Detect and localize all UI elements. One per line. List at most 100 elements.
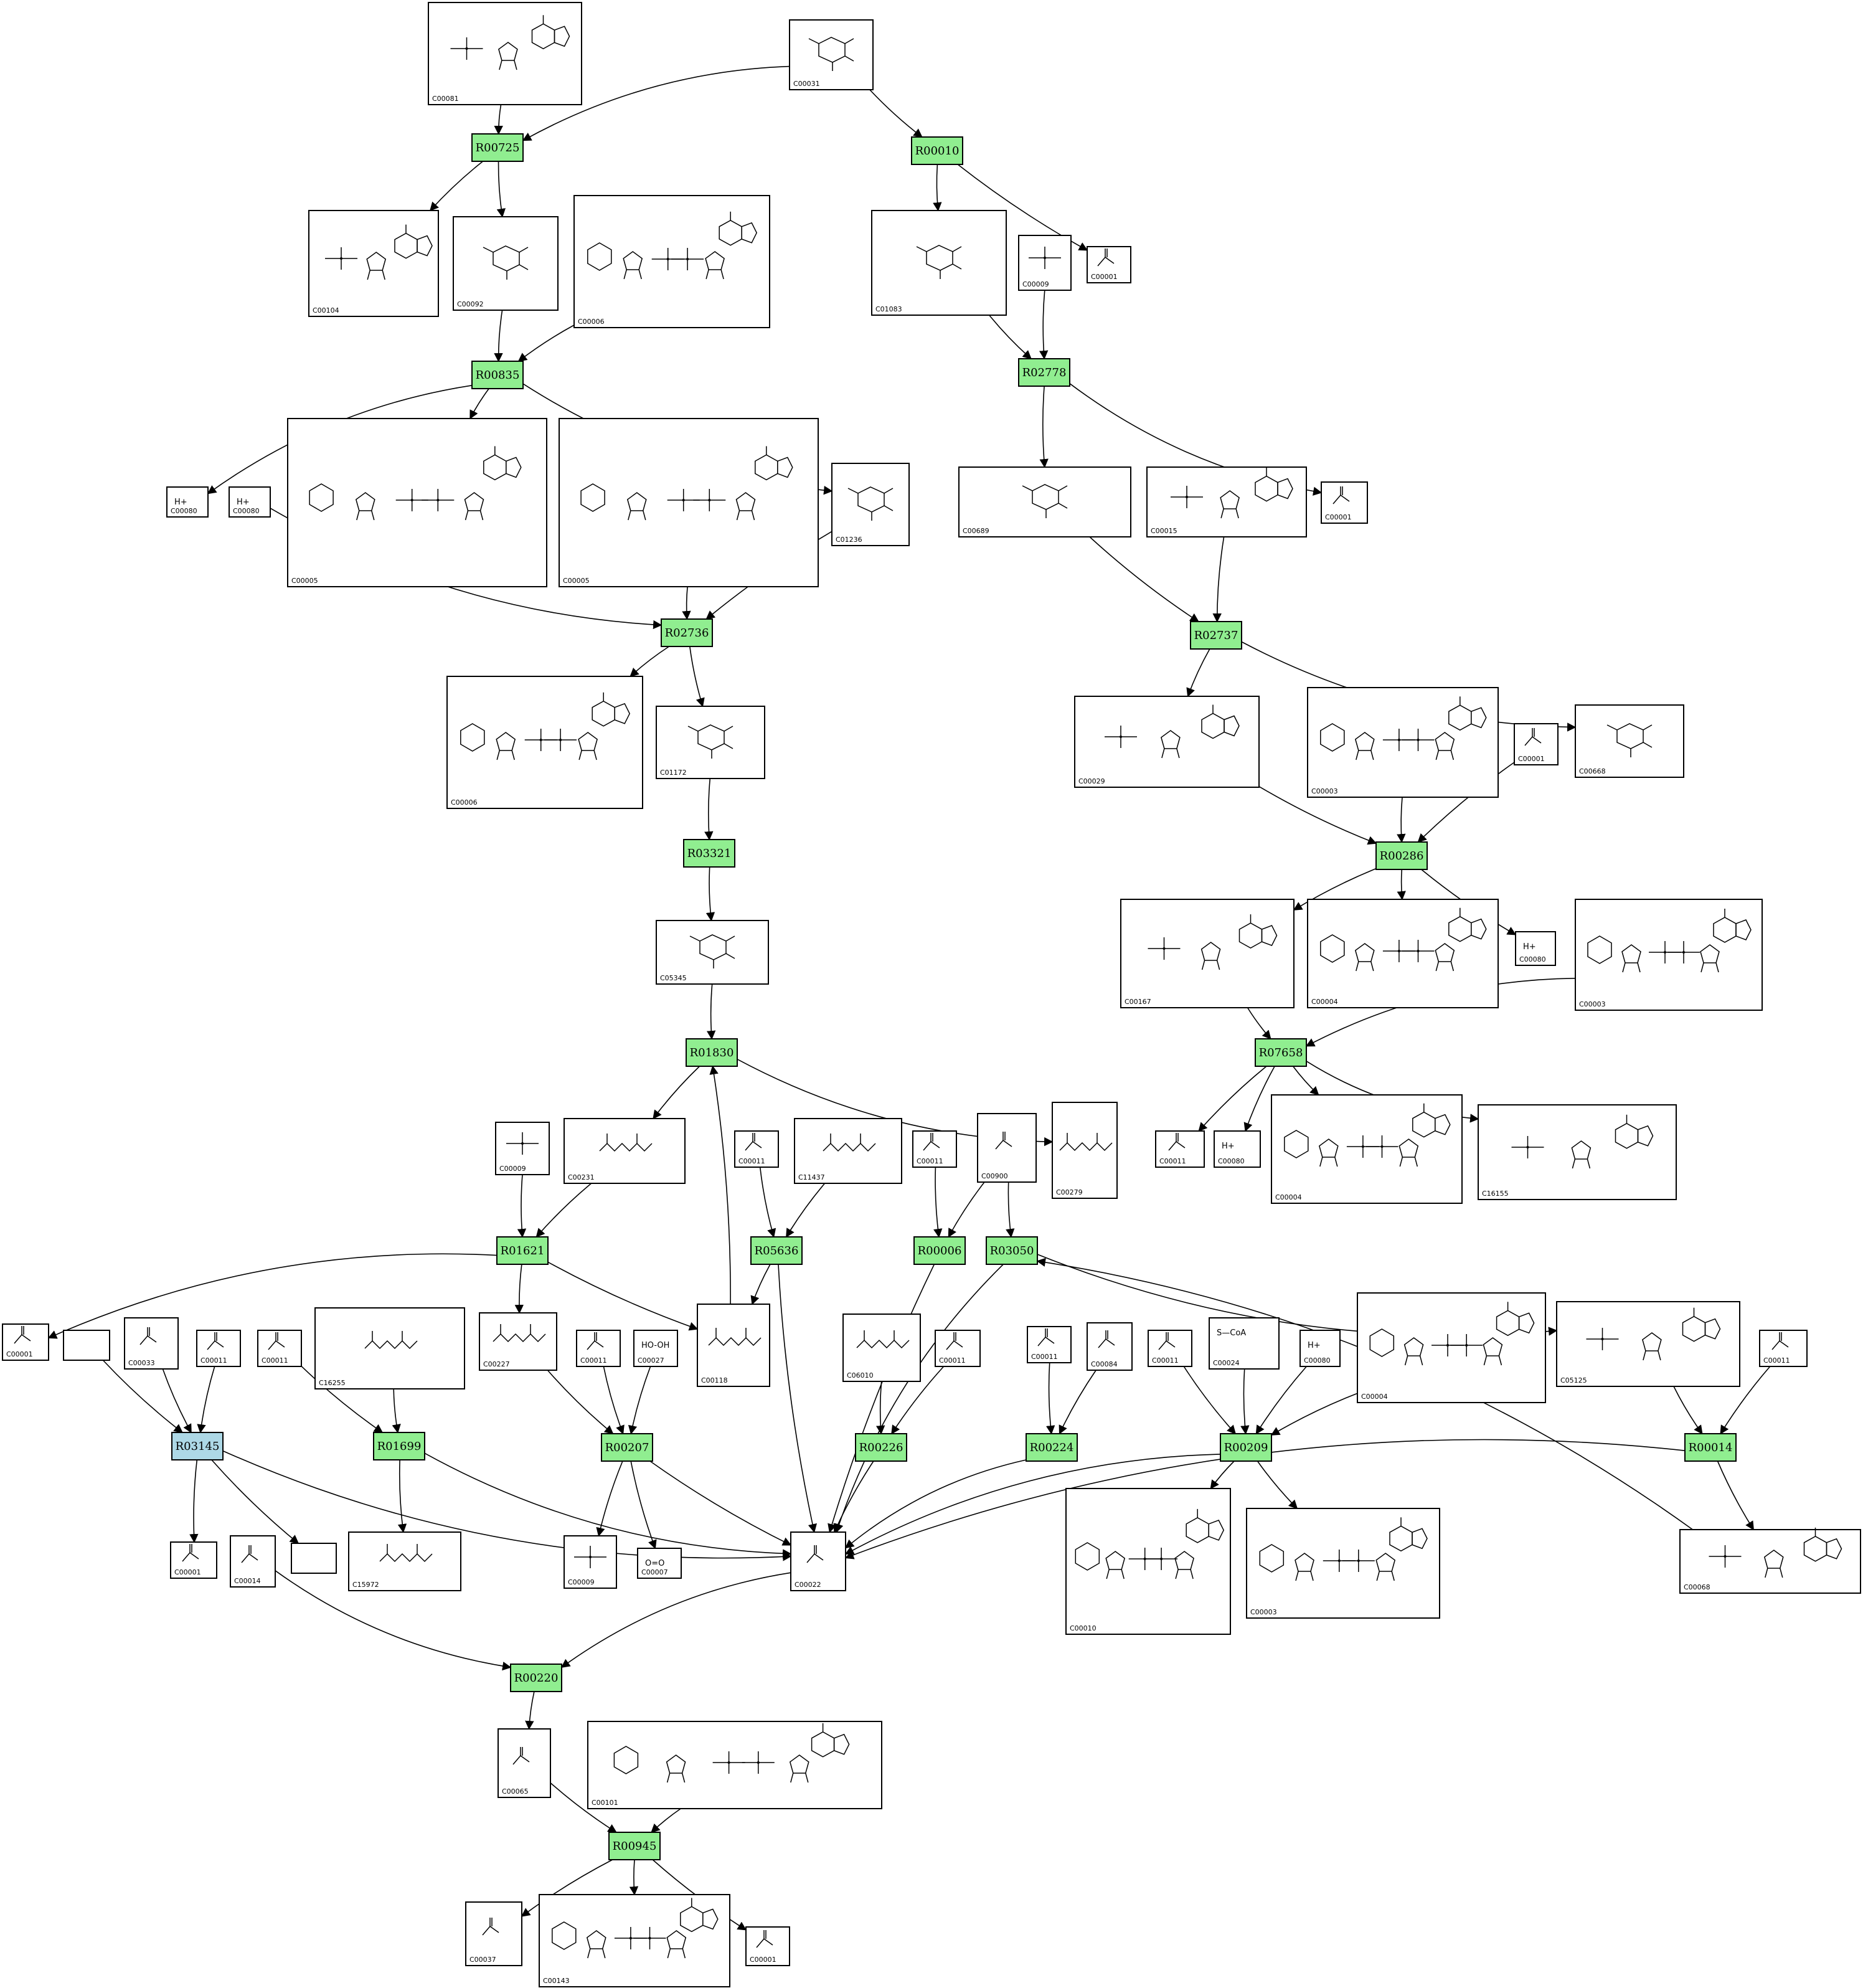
compound-box[interactable] <box>196 1330 241 1367</box>
compound-node[interactable]: H+C00080 <box>1299 1330 1341 1367</box>
compound-node[interactable]: C00037 <box>465 1901 522 1966</box>
reaction-node[interactable]: R00209 <box>1220 1433 1272 1462</box>
compound-box[interactable] <box>1514 723 1559 765</box>
reaction-node[interactable]: R02778 <box>1018 358 1070 387</box>
compound-node[interactable]: C00001 <box>1087 246 1131 283</box>
compound-node[interactable]: C00092 <box>453 216 559 311</box>
compound-node[interactable]: C00003 <box>1307 687 1499 798</box>
compound-box[interactable] <box>230 1535 276 1588</box>
compound-box[interactable] <box>308 210 439 317</box>
compound-node[interactable]: C05125 <box>1556 1301 1740 1387</box>
compound-node[interactable]: C00022 <box>790 1531 846 1591</box>
reaction-box[interactable] <box>1684 1433 1737 1462</box>
compound-node[interactable]: C00004 <box>1307 899 1499 1008</box>
reaction-box[interactable] <box>750 1236 803 1265</box>
reaction-node[interactable]: R00725 <box>471 133 524 162</box>
compound-box[interactable] <box>1087 246 1131 283</box>
compound-node[interactable]: C00014 <box>230 1535 276 1588</box>
compound-box[interactable] <box>1155 1130 1205 1168</box>
compound-node[interactable]: C00068 <box>1679 1527 1861 1594</box>
reaction-node[interactable]: R00945 <box>608 1832 661 1860</box>
reaction-node[interactable]: R00220 <box>510 1664 562 1692</box>
reaction-node[interactable]: R00006 <box>913 1236 966 1265</box>
compound-box[interactable] <box>465 1901 522 1966</box>
compound-box[interactable] <box>1575 899 1763 1011</box>
reaction-node[interactable]: R02737 <box>1190 621 1242 650</box>
compound-node[interactable] <box>63 1330 110 1361</box>
compound-node[interactable]: H+C00080 <box>166 486 209 518</box>
reaction-box[interactable] <box>373 1432 425 1460</box>
compound-node[interactable]: C00279 <box>1052 1102 1118 1199</box>
compound-box[interactable] <box>1299 1330 1341 1367</box>
reaction-box[interactable] <box>1018 358 1070 387</box>
compound-node[interactable]: C00029 <box>1074 696 1260 788</box>
compound-box[interactable] <box>539 1894 730 1987</box>
compound-box[interactable] <box>314 1307 465 1389</box>
compound-box[interactable] <box>229 486 271 518</box>
reaction-node[interactable]: R00226 <box>855 1433 907 1462</box>
compound-node[interactable] <box>291 1543 337 1574</box>
compound-node[interactable]: C06010 <box>842 1314 921 1382</box>
reaction-node[interactable]: R03050 <box>986 1236 1038 1265</box>
reaction-box[interactable] <box>171 1432 224 1460</box>
compound-box[interactable] <box>1065 1488 1231 1635</box>
compound-node[interactable]: C00006 <box>573 195 770 328</box>
compound-node[interactable]: C00031 <box>789 19 874 90</box>
reaction-node[interactable]: R01699 <box>373 1432 425 1460</box>
compound-box[interactable] <box>498 1728 551 1798</box>
compound-node[interactable]: C00011 <box>1155 1130 1205 1168</box>
compound-box[interactable] <box>958 466 1131 537</box>
reaction-box[interactable] <box>661 618 713 647</box>
compound-node[interactable]: C00011 <box>734 1130 779 1168</box>
compound-box[interactable] <box>1321 481 1368 524</box>
compound-box[interactable] <box>1307 687 1499 798</box>
compound-node[interactable]: C01083 <box>871 210 1007 316</box>
compound-box[interactable] <box>1246 1508 1440 1619</box>
compound-node[interactable]: C16255 <box>314 1307 465 1389</box>
reaction-box[interactable] <box>911 136 963 165</box>
compound-box[interactable] <box>794 1118 902 1184</box>
reaction-box[interactable] <box>986 1236 1038 1265</box>
reaction-node[interactable]: R07658 <box>1255 1038 1307 1067</box>
reaction-box[interactable] <box>608 1832 661 1860</box>
reaction-box[interactable] <box>686 1038 738 1067</box>
compound-box[interactable] <box>637 1548 682 1579</box>
compound-node[interactable]: C00011 <box>1759 1330 1808 1367</box>
compound-node[interactable]: C00033 <box>124 1317 179 1370</box>
compound-node[interactable]: C00104 <box>308 210 439 317</box>
compound-box[interactable] <box>124 1317 179 1370</box>
reaction-box[interactable] <box>855 1433 907 1462</box>
compound-node[interactable]: H+C00080 <box>1515 931 1556 966</box>
compound-node[interactable]: C00003 <box>1246 1508 1440 1619</box>
compound-box[interactable] <box>789 19 874 90</box>
reaction-box[interactable] <box>601 1433 653 1462</box>
compound-box[interactable] <box>1271 1094 1463 1204</box>
compound-box[interactable] <box>790 1531 846 1591</box>
compound-node[interactable]: C00004 <box>1271 1094 1463 1204</box>
compound-node[interactable]: C00006 <box>446 676 643 809</box>
reaction-node[interactable]: R01621 <box>496 1236 549 1265</box>
compound-box[interactable] <box>1087 1322 1133 1371</box>
compound-box[interactable] <box>912 1130 957 1168</box>
compound-box[interactable] <box>257 1330 302 1367</box>
compound-node[interactable]: C00011 <box>257 1330 302 1367</box>
reaction-node[interactable]: R02736 <box>661 618 713 647</box>
compound-node[interactable]: C00005 <box>559 418 819 587</box>
compound-box[interactable] <box>734 1130 779 1168</box>
compound-box[interactable] <box>935 1330 981 1367</box>
reaction-box[interactable] <box>913 1236 966 1265</box>
compound-box[interactable] <box>1679 1529 1861 1594</box>
compound-box[interactable] <box>977 1113 1037 1183</box>
compound-box[interactable] <box>633 1330 678 1367</box>
compound-box[interactable] <box>170 1541 217 1579</box>
compound-box[interactable] <box>1027 1326 1072 1363</box>
reaction-node[interactable]: R03145 <box>171 1432 224 1460</box>
compound-box[interactable] <box>1209 1317 1280 1370</box>
compound-box[interactable] <box>745 1926 790 1966</box>
compound-box[interactable] <box>479 1312 557 1371</box>
compound-box[interactable] <box>1148 1330 1192 1367</box>
reaction-node[interactable]: R00835 <box>471 361 524 389</box>
